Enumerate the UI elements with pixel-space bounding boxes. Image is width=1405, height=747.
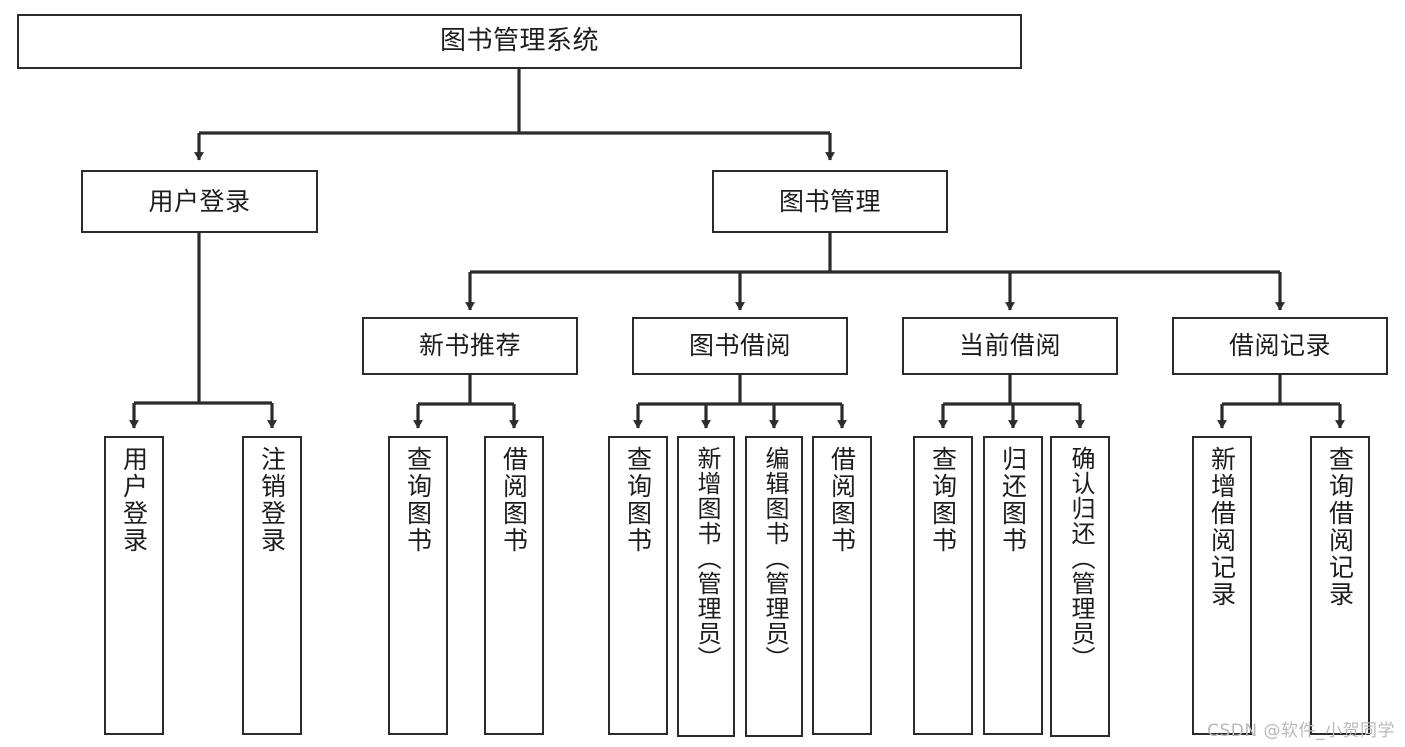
watermark-text: CSDN @软件_小贺同学 [1207, 721, 1395, 741]
node-label: 注销登录 [257, 446, 287, 554]
node-leaf-query-book-1[interactable]: 查询图书 [388, 436, 448, 735]
node-label: 确认归还（管理员） [1066, 446, 1095, 671]
node-leaf-user-login[interactable]: 用户登录 [104, 436, 164, 735]
node-label: 查询图书 [403, 446, 433, 554]
node-label: 当前借阅 [958, 331, 1061, 361]
node-leaf-confirm-return-admin[interactable]: 确认归还（管理员） [1050, 436, 1110, 737]
node-leaf-query-book-2[interactable]: 查询图书 [608, 436, 668, 735]
node-leaf-borrow-book-1[interactable]: 借阅图书 [484, 436, 544, 735]
node-label: 借阅图书 [499, 446, 529, 554]
node-root-book-management-system[interactable]: 图书管理系统 [17, 14, 1022, 69]
node-label: 新增借阅记录 [1207, 446, 1237, 608]
node-leaf-edit-book-admin[interactable]: 编辑图书（管理员） [745, 436, 803, 737]
node-current-borrow[interactable]: 当前借阅 [902, 317, 1118, 375]
node-label: 新增图书（管理员） [692, 446, 721, 671]
node-leaf-add-borrow-record[interactable]: 新增借阅记录 [1192, 436, 1252, 735]
node-label: 新书推荐 [418, 331, 521, 361]
node-label: 用户登录 [119, 446, 149, 554]
node-leaf-return-book[interactable]: 归还图书 [983, 436, 1043, 735]
node-user-login[interactable]: 用户登录 [81, 170, 318, 233]
node-leaf-query-book-3[interactable]: 查询图书 [913, 436, 973, 735]
node-leaf-user-logout[interactable]: 注销登录 [242, 436, 302, 735]
node-label: 查询图书 [928, 446, 958, 554]
node-label: 编辑图书（管理员） [760, 446, 789, 671]
node-leaf-add-book-admin[interactable]: 新增图书（管理员） [677, 436, 735, 737]
node-label: 归还图书 [998, 446, 1028, 554]
node-label: 查询借阅记录 [1325, 446, 1355, 608]
node-label: 图书管理 [778, 186, 881, 216]
node-label: 用户登录 [148, 186, 251, 216]
node-label: 图书借阅 [688, 331, 791, 361]
node-new-book-recommend[interactable]: 新书推荐 [362, 317, 578, 375]
node-label: 图书管理系统 [439, 26, 599, 57]
node-book-management[interactable]: 图书管理 [712, 170, 948, 233]
node-label: 借阅记录 [1228, 331, 1331, 361]
node-leaf-borrow-book-2[interactable]: 借阅图书 [812, 436, 872, 735]
node-label: 查询图书 [623, 446, 653, 554]
node-leaf-query-borrow-record[interactable]: 查询借阅记录 [1310, 436, 1370, 735]
node-book-borrow[interactable]: 图书借阅 [632, 317, 848, 375]
node-label: 借阅图书 [827, 446, 857, 554]
node-borrow-record[interactable]: 借阅记录 [1172, 317, 1388, 375]
